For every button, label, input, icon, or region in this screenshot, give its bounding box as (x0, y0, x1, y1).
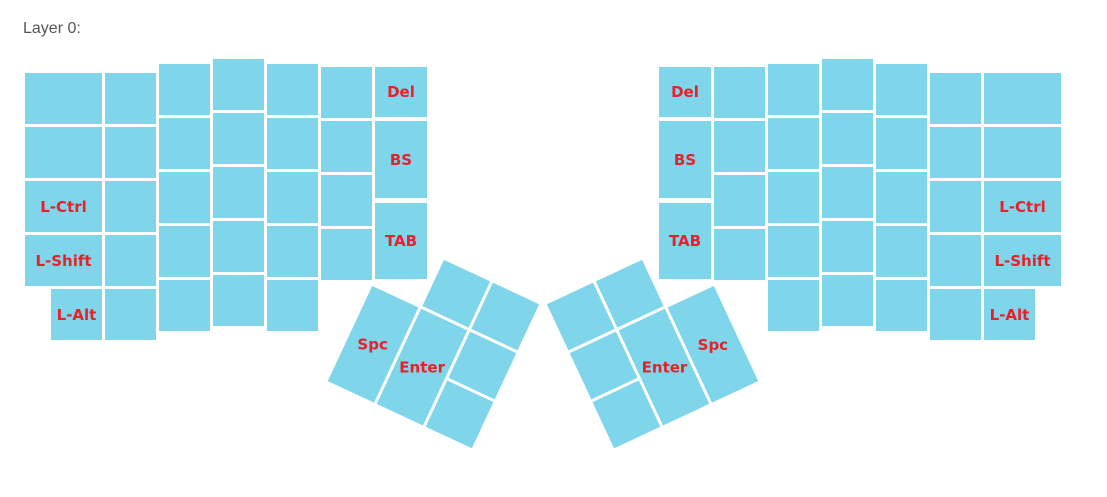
right-key-tab[interactable]: TAB (659, 203, 711, 279)
left-key[interactable] (267, 172, 318, 223)
left-key[interactable] (25, 127, 102, 178)
right-key[interactable] (930, 181, 981, 232)
right-key[interactable] (876, 172, 927, 223)
right-key[interactable] (768, 280, 819, 331)
right-key[interactable] (822, 167, 873, 218)
right-key[interactable] (822, 113, 873, 164)
right-key[interactable] (714, 67, 765, 118)
right-key-l-ctrl[interactable]: L-Ctrl (984, 181, 1061, 232)
left-key-tab[interactable]: TAB (375, 203, 427, 279)
left-key[interactable] (159, 226, 210, 277)
left-key[interactable] (213, 59, 264, 110)
right-key[interactable] (876, 226, 927, 277)
right-key[interactable] (876, 118, 927, 169)
key-label: Enter (399, 358, 445, 377)
right-key[interactable] (876, 280, 927, 331)
right-key[interactable] (714, 121, 765, 172)
right-key-bs[interactable]: BS (659, 121, 711, 198)
key-label: BS (673, 150, 697, 169)
left-key-bs[interactable]: BS (375, 121, 427, 198)
left-key[interactable] (321, 175, 372, 226)
right-key-l-alt[interactable]: L-Alt (984, 289, 1035, 340)
left-key-l-ctrl[interactable]: L-Ctrl (25, 181, 102, 232)
left-key[interactable] (105, 73, 156, 124)
left-key-l-alt[interactable]: L-Alt (51, 289, 102, 340)
right-key[interactable] (930, 235, 981, 286)
right-key[interactable] (714, 229, 765, 280)
right-key[interactable] (768, 226, 819, 277)
right-key[interactable] (768, 118, 819, 169)
left-key[interactable] (105, 127, 156, 178)
left-key[interactable] (105, 235, 156, 286)
left-key-l-shift[interactable]: L-Shift (25, 235, 102, 286)
left-key[interactable] (321, 67, 372, 118)
key-label: Del (671, 83, 699, 101)
left-key[interactable] (267, 64, 318, 115)
key-label: BS (389, 150, 413, 169)
key-label: L-Shift (994, 251, 1051, 270)
right-key-del[interactable]: Del (659, 67, 711, 117)
key-label: L-Alt (56, 305, 97, 324)
left-key[interactable] (321, 121, 372, 172)
left-key[interactable] (105, 289, 156, 340)
layer-title: Layer 0: (23, 20, 81, 37)
key-label: L-Ctrl (999, 197, 1046, 216)
key-label: Spc (697, 335, 729, 354)
left-key[interactable] (159, 64, 210, 115)
key-label: L-Alt (989, 305, 1030, 324)
right-key[interactable] (984, 127, 1061, 178)
left-key[interactable] (25, 73, 102, 124)
key-label: Enter (641, 358, 687, 377)
key-label: L-Shift (35, 251, 92, 270)
right-key[interactable] (930, 73, 981, 124)
right-key[interactable] (822, 59, 873, 110)
left-key[interactable] (267, 118, 318, 169)
left-key[interactable] (267, 280, 318, 331)
left-key[interactable] (159, 172, 210, 223)
left-key[interactable] (213, 221, 264, 272)
key-label: Del (387, 83, 415, 101)
key-label: TAB (384, 232, 418, 250)
left-key[interactable] (213, 275, 264, 326)
right-key[interactable] (822, 221, 873, 272)
right-key[interactable] (930, 289, 981, 340)
left-key[interactable] (159, 118, 210, 169)
key-label: L-Ctrl (40, 197, 87, 216)
right-key[interactable] (822, 275, 873, 326)
left-key[interactable] (321, 229, 372, 280)
right-key[interactable] (768, 64, 819, 115)
left-key[interactable] (213, 113, 264, 164)
right-key-l-shift[interactable]: L-Shift (984, 235, 1061, 286)
right-key[interactable] (930, 127, 981, 178)
left-key[interactable] (159, 280, 210, 331)
left-key[interactable] (213, 167, 264, 218)
right-key[interactable] (984, 73, 1061, 124)
right-key[interactable] (768, 172, 819, 223)
right-key[interactable] (876, 64, 927, 115)
left-key[interactable] (105, 181, 156, 232)
left-key[interactable] (267, 226, 318, 277)
left-key-del[interactable]: Del (375, 67, 427, 117)
key-label: TAB (668, 232, 702, 250)
right-key[interactable] (714, 175, 765, 226)
key-label: Spc (357, 335, 389, 354)
